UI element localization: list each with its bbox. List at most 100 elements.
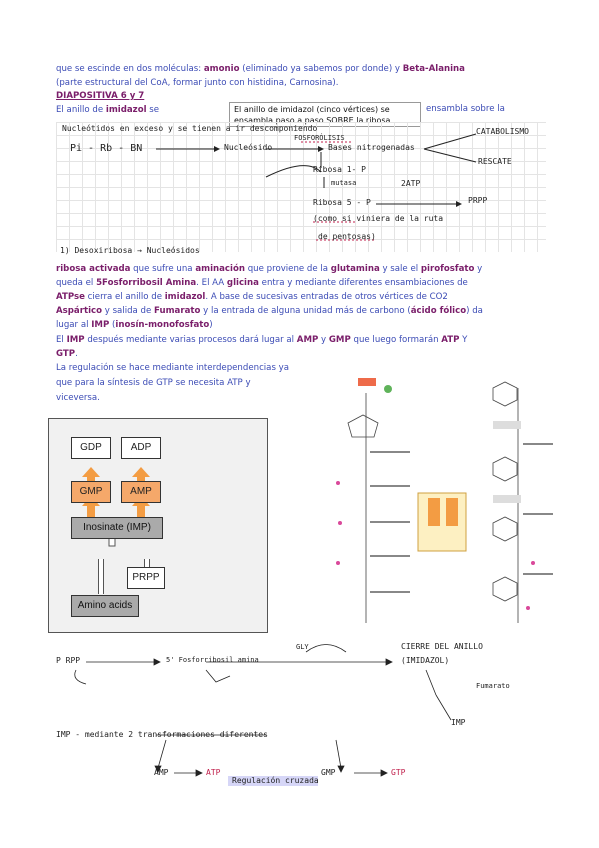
text-line: El anillo de imidazol se <box>56 103 159 117</box>
text-span: imidazol <box>164 292 206 302</box>
text-line: que se escinde en dos moléculas: amonio … <box>56 62 465 76</box>
hw-gly: GLY <box>296 643 309 651</box>
text-span: . A base de sucesivas entradas de otros … <box>205 292 448 302</box>
text-span: ribosa activada <box>56 264 131 274</box>
hw-cierre: CIERRE DEL ANILLO <box>401 642 483 651</box>
text-span: queda el <box>56 278 97 288</box>
text-line: GTP. <box>56 347 78 361</box>
text-line: ATPse cierra el anillo de imidazol. A ba… <box>56 290 448 304</box>
hw-nucleosido: Nucleósido <box>224 143 273 152</box>
text-span: imidazol <box>105 105 147 115</box>
text-span: ATP <box>441 335 460 345</box>
gmp-box: GMP <box>71 481 111 503</box>
hw-line1: Nucleótidos en exceso y se tienen a ir d… <box>62 124 318 133</box>
text-line: viceversa. <box>56 391 100 405</box>
text-line: El IMP después mediante varias procesos … <box>56 333 467 347</box>
hw-regulacion: Regulación cruzada <box>232 776 319 785</box>
text-span: inosín-monofosfato <box>115 320 210 330</box>
imp-biosynthesis-figure <box>318 373 560 635</box>
hw-ribosa1p: Ribosa 1- P <box>313 165 366 174</box>
text-span: . <box>75 349 78 359</box>
text-span: GTP <box>56 349 76 359</box>
hw-amp: AMP <box>154 768 169 777</box>
text-span: pirofosfato <box>420 264 475 274</box>
amp-box: AMP <box>121 481 161 503</box>
hw-fosforolisis: FOSFORÓLISIS <box>294 134 345 142</box>
hw-fosforribosil: 5' Fosforribosil amina <box>166 656 259 664</box>
amino-acids-box: Amino acids <box>71 595 139 617</box>
text-line: ribosa activada que sufre una aminación … <box>56 262 482 276</box>
text-span: ácido fólico <box>410 306 467 316</box>
prpp-box: PRPP <box>127 567 165 589</box>
text-span: . El AA <box>196 278 227 288</box>
hw-imidazol: (IMIDAZOL) <box>401 656 450 665</box>
text-line: La regulación se hace mediante interdepe… <box>56 361 289 375</box>
handwritten-notes-2: P RPP 5' Fosforribosil amina GLY CIERRE … <box>56 640 546 840</box>
text-line: queda el 5Fosforribosil Amina. El AA gli… <box>56 276 468 290</box>
text-line: que para la síntesis de GTP se necesita … <box>56 376 251 390</box>
text-span: (eliminado ya sabemos por donde) y <box>239 64 403 74</box>
hw-mutasa: mutasa <box>331 179 357 187</box>
handwritten-notes-1: Nucleótidos en exceso y se tienen a ir d… <box>56 122 546 255</box>
hw-prpp: P RPP <box>56 656 81 665</box>
hw-formula: Pi - Rb - BN <box>70 143 143 154</box>
text-span: que luego formarán <box>350 335 442 345</box>
text-span: que sufre una <box>130 264 196 274</box>
text-span: IMP <box>91 320 110 330</box>
ensambla-text: ensambla sobre la <box>426 104 505 114</box>
hw-bases: Bases nitrogenadas <box>328 143 415 152</box>
hw-fumarato: Fumarato <box>476 682 510 690</box>
hw-catabolismo: CATABOLISMO <box>476 127 529 136</box>
hw-footer: 1) Desoxiribosa → Nucleósidos <box>60 246 200 255</box>
text-line: (parte estructural del CoA, formar junto… <box>56 76 339 90</box>
purine-flow-diagram: GDP ADP GMP AMP Inosinate (IMP) PRPP Ami… <box>48 418 268 633</box>
text-span: y sale el <box>379 264 421 274</box>
text-line: DIAPOSITIVA 6 y 7 <box>56 89 144 103</box>
text-span: IMP <box>66 335 85 345</box>
hw-rescate: RESCATE <box>478 157 512 166</box>
text-span: ) da <box>466 306 483 316</box>
text-span: que se escinde en dos moléculas: <box>56 64 204 74</box>
text-line: lugar al IMP (inosín-monofosfato) <box>56 318 213 332</box>
text-span: El anillo de <box>56 105 106 115</box>
text-span: glicina <box>226 278 259 288</box>
gdp-box: GDP <box>71 437 111 459</box>
text-span: y la entrada de alguna unidad más de car… <box>200 306 411 316</box>
text-span: DIAPOSITIVA 6 y 7 <box>56 91 145 101</box>
text-span: lugar al <box>56 320 92 330</box>
text-span: AMP <box>296 335 319 345</box>
hw-gtp: GTP <box>391 768 406 777</box>
text-span: viceversa. <box>56 393 100 403</box>
text-span: ( <box>109 320 116 330</box>
text-span: El <box>56 335 67 345</box>
text-span: Beta-Alanina <box>402 64 465 74</box>
text-span: La regulación se hace mediante interdepe… <box>56 363 290 373</box>
hw-ribosa5p: Ribosa 5 - P <box>313 198 371 207</box>
text-span: Aspártico <box>56 306 103 316</box>
text-span: y <box>318 335 329 345</box>
imp-box: Inosinate (IMP) <box>71 517 163 539</box>
text-span: aminación <box>195 264 245 274</box>
text-span: ATPse <box>56 292 85 302</box>
text-span: entra y mediante diferentes ensambiacion… <box>258 278 468 288</box>
text-span: GMP <box>328 335 351 345</box>
hw-2atp: 2ATP <box>401 179 421 188</box>
text-span: que proviene de la <box>245 264 331 274</box>
text-span: Y <box>459 335 468 345</box>
text-span: después mediante varias procesos dará lu… <box>84 335 297 345</box>
text-line: Aspártico y salida de Fumarato y la entr… <box>56 304 483 318</box>
hw-atp: ATP <box>206 768 221 777</box>
adp-box: ADP <box>121 437 161 459</box>
hw-pentosas: de pentosas) <box>318 232 376 241</box>
text-span: y <box>474 264 483 274</box>
text-span: (parte estructural del CoA, formar junto… <box>56 78 339 88</box>
hw-imp: IMP <box>451 718 466 727</box>
text-span: cierra el anillo de <box>84 292 165 302</box>
text-span: que para la síntesis de GTP se necesita … <box>56 378 251 388</box>
text-span: amonio <box>203 64 240 74</box>
hw-imp-line: IMP - mediante 2 transformaciones difere… <box>56 730 268 739</box>
text-span: y salida de <box>102 306 155 316</box>
text-span: glutamina <box>330 264 380 274</box>
hw-viniera: (como si viniera de la ruta <box>313 214 444 223</box>
text-span: se <box>146 105 160 115</box>
